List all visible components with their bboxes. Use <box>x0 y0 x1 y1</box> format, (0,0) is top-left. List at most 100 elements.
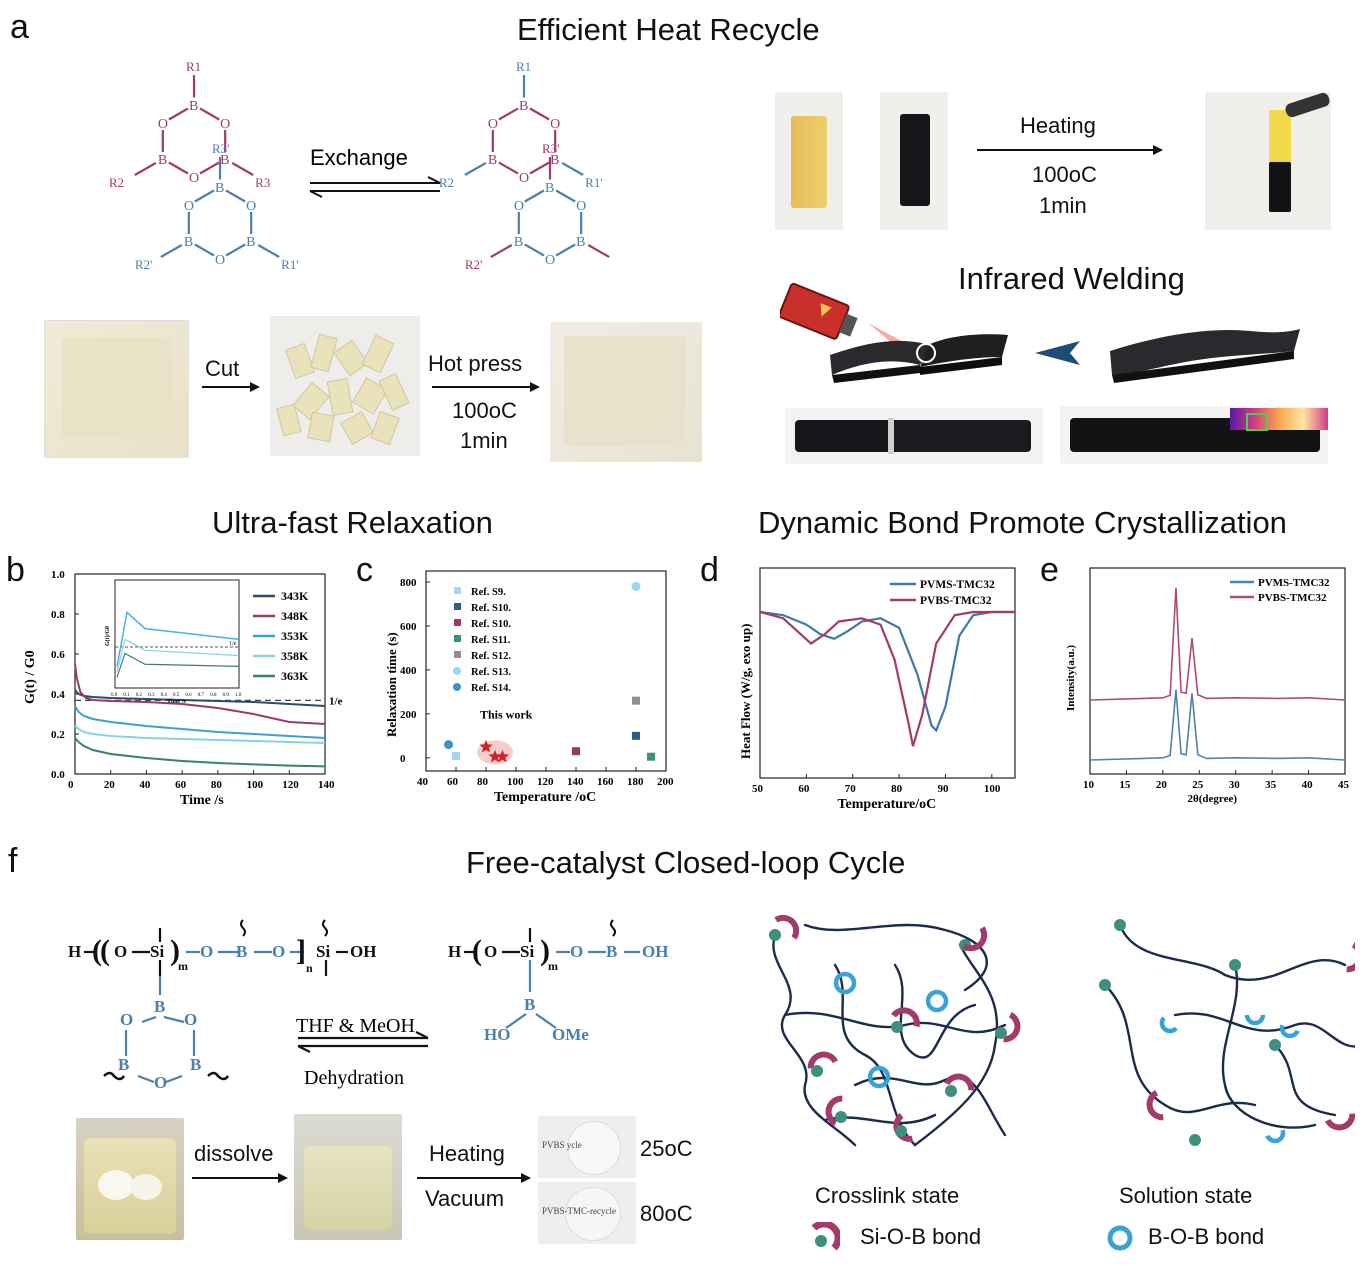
inset-frame <box>114 579 240 689</box>
substituent-label: R2 <box>439 175 454 190</box>
y-tick-label: 0.8 <box>51 609 65 621</box>
atom-label: O <box>189 171 199 186</box>
atom-label: O <box>514 199 524 214</box>
structure-bond <box>137 1074 155 1084</box>
legend-label: 358K <box>281 649 309 663</box>
si-o-b-bond-marker <box>825 1095 843 1126</box>
marker-circle <box>444 740 453 750</box>
x-axis-label: Temperature /oC <box>494 790 596 805</box>
x-tick-label: 20 <box>1156 779 1168 791</box>
b-o-b-arc <box>1244 1014 1266 1026</box>
atom-bg <box>548 116 563 130</box>
substituent-label: R1' <box>281 257 299 272</box>
structure-atom: O <box>154 1073 167 1092</box>
x-tick-label: 80 <box>477 776 489 788</box>
substituent-bond <box>231 162 254 176</box>
si-o-b-dot <box>1099 979 1111 991</box>
heating-f-label: Heating <box>429 1141 505 1166</box>
atom-label: O <box>488 117 498 132</box>
si-o-b-bond-marker <box>1146 1090 1164 1121</box>
hot-press-temp: 100oC <box>452 398 517 423</box>
marker-star <box>479 739 493 753</box>
structure-atom: OH <box>642 942 668 961</box>
polymer-chain <box>1118 923 1347 981</box>
atom-bg <box>181 234 196 248</box>
legend-label: PVBS-TMC32 <box>1258 592 1327 604</box>
cut-arrow <box>202 382 260 392</box>
legend-label: Ref. S10. <box>471 619 511 630</box>
b-o-b-half-marker <box>1159 1016 1178 1034</box>
dehydration-label: Dehydration <box>304 1067 404 1089</box>
structure-subscript: m <box>548 959 558 973</box>
inset-tick-label: 0.2 <box>136 693 143 698</box>
atom-bg <box>244 198 259 212</box>
substituent-label: R2 <box>110 175 124 190</box>
wavy-bond <box>322 919 328 937</box>
series-line-358K <box>74 725 326 744</box>
si-o-b-dot <box>835 1111 847 1123</box>
substituent-label: R2' <box>135 257 153 272</box>
inset-tick-label: 0.4 <box>161 693 168 698</box>
substituent-bond <box>561 162 584 176</box>
hot-press-arrow <box>432 382 540 392</box>
structure-bond <box>415 1031 429 1039</box>
hot-press-time: 1min <box>460 428 508 453</box>
substituent-bond <box>257 244 280 258</box>
si-o-b-dot <box>1269 1039 1281 1051</box>
vacuum-label: Vacuum <box>425 1186 505 1211</box>
structure-bracket: ] <box>296 934 306 967</box>
series-line-363K <box>74 737 326 768</box>
x-tick-label: 30 <box>1229 779 1241 791</box>
substituent-label: R1' <box>585 175 603 190</box>
inset-tick-label: 0.5 <box>173 693 180 698</box>
panel-label-a: a <box>10 8 29 46</box>
y-tick-label: 400 <box>400 665 417 677</box>
si-o-b-arc <box>962 926 988 952</box>
wavy-bond <box>207 1071 230 1081</box>
si-o-b-dot <box>895 1125 907 1137</box>
inset-series <box>116 610 240 667</box>
si-o-b-arc <box>774 914 800 940</box>
atom-bg <box>218 152 233 166</box>
si-o-b-dot <box>769 929 781 941</box>
atom-bg <box>548 152 563 166</box>
atom-label: B <box>550 153 559 168</box>
y-tick-label: 800 <box>400 577 417 589</box>
legend-label: Ref. S14. <box>471 683 511 694</box>
vial-dissolved-photo <box>294 1114 402 1240</box>
si-o-b-arc <box>1325 1113 1355 1131</box>
substituent-bond <box>134 162 157 176</box>
series-line-PVBS-TMC32 <box>1089 587 1346 701</box>
legend-swatch <box>454 635 461 642</box>
atom-bg <box>187 170 201 184</box>
x-tick-label: 80 <box>891 783 903 795</box>
structure-atom: Si <box>316 942 330 961</box>
atom-bg <box>511 198 526 212</box>
legend-label: Ref. S13. <box>471 667 511 678</box>
structure-atom: B <box>154 997 165 1016</box>
recycled-film-25c-photo: PVBS ycle <box>538 1116 636 1178</box>
structure-atom: O <box>114 942 127 961</box>
atom-label: B <box>519 99 528 114</box>
x-tick-label: 100 <box>247 779 264 791</box>
x-tick-label: 60 <box>175 779 187 791</box>
si-o-b-dot <box>891 1021 903 1033</box>
legend-label: PVMS-TMC32 <box>920 579 995 591</box>
x-tick-label: 120 <box>282 779 299 791</box>
y-tick-label: 0 <box>400 753 406 765</box>
substituent-label: R1 <box>516 59 531 74</box>
atom-bg <box>485 116 500 130</box>
structure-subscript: m <box>178 959 188 973</box>
legend-label: PVBS-TMC32 <box>920 595 992 607</box>
atom-label: B <box>488 153 497 168</box>
solution-state-label: Solution state <box>1119 1183 1253 1208</box>
x-tick-label: 40 <box>139 779 151 791</box>
structure-atom: O <box>120 1010 133 1029</box>
x-tick-label: 0 <box>68 779 74 791</box>
x-tick-label: 100 <box>507 776 524 788</box>
b-o-b-bond-marker <box>833 971 857 995</box>
x-axis-label: Time /s <box>180 793 224 808</box>
structure-atom: Si <box>520 942 534 961</box>
